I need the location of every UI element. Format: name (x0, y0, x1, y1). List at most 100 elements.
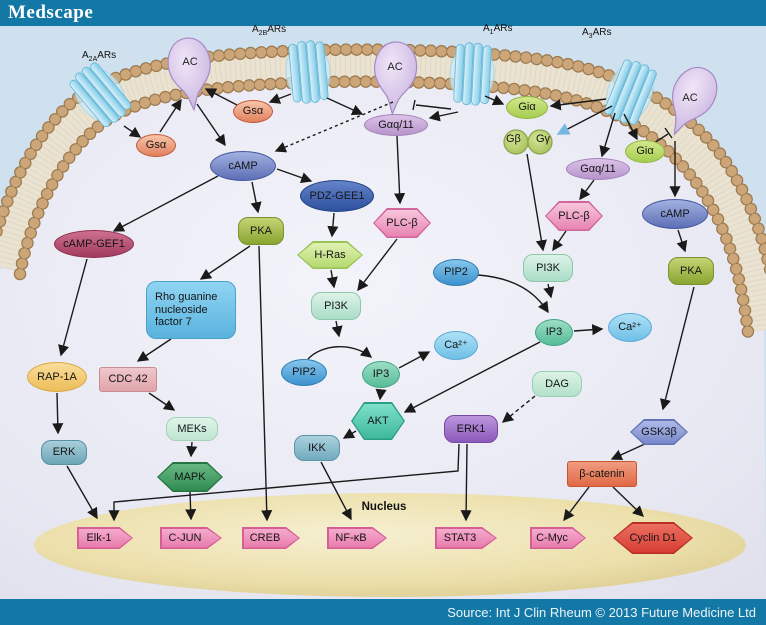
node-ac-1: AC (182, 56, 198, 68)
label-a1-receptor: A1ARs (483, 23, 512, 36)
node-ac-2: AC (387, 61, 403, 73)
node-gbeta-ggamma: Gβ Gγ (503, 133, 553, 151)
label-sub: 1 (489, 29, 494, 36)
node-label: AKT (367, 414, 389, 427)
node-pdz-gee1: PDZ-GEE1 (300, 180, 374, 212)
node-gaq11-1: Gαq/11 (364, 114, 428, 136)
node-label: PLC-β (558, 209, 590, 222)
node-label: Rho guanine nucleoside factor 7 (155, 291, 218, 329)
node-label: cAMP (660, 207, 690, 220)
node-label: cAMP-GEF1 (63, 237, 125, 250)
node-label: CREB (249, 531, 281, 544)
node-label: IP3 (545, 326, 563, 339)
node-pka-1: PKA (238, 217, 284, 245)
nucleus-title: Nucleus (361, 501, 407, 513)
node-plcb-2: PLC-β (545, 201, 603, 231)
shape-layer (614, 523, 692, 553)
shape-layer (436, 528, 496, 548)
node-label: Giα (636, 145, 654, 158)
label-part: ARs (267, 24, 287, 35)
label-part: A (483, 23, 490, 34)
node-rho-guanine-factor7: Rho guanine nucleoside factor 7 (146, 281, 236, 339)
node-label: Gsα (145, 139, 167, 152)
node-c-myc: C-Myc (530, 527, 586, 549)
shape-layer (78, 528, 132, 548)
node-elk1: Elk-1 (77, 527, 133, 549)
node-label: Elk-1 (86, 531, 112, 544)
node-gsa-1: Gsα (233, 100, 273, 123)
node-label: CDC 42 (108, 373, 148, 386)
shape-layer (374, 209, 430, 237)
label-part: ARs (493, 23, 513, 34)
node-akt: AKT (351, 402, 405, 440)
node-pka-2: PKA (668, 257, 714, 285)
node-label: IKK (308, 441, 326, 454)
label-part: A (252, 24, 259, 35)
node-gaq11-2: Gαq/11 (566, 158, 630, 180)
footer-bar: Source: Int J Clin Rheum © 2013 Future M… (0, 599, 766, 625)
shape-layer (328, 528, 386, 548)
node-label: MAPK (174, 470, 206, 483)
node-ip3-right: IP3 (535, 319, 573, 346)
node-erk: ERK (41, 440, 87, 465)
node-label: ERK1 (456, 422, 486, 435)
medscape-logo: Medscape (8, 2, 94, 23)
node-pi3k-2: PI3K (523, 254, 573, 282)
node-label: C-JUN (168, 531, 202, 544)
label-part: ARs (97, 50, 117, 61)
node-gsk3b: GSK3β (630, 419, 688, 445)
node-ac-3: AC (682, 92, 698, 104)
node-b-catenin: β-catenin (567, 461, 637, 487)
shape-layer (158, 463, 222, 491)
node-label: Ca²⁺ (618, 321, 642, 334)
node-label: Gαq/11 (378, 118, 414, 131)
node-label: ERK (52, 446, 76, 459)
node-ca-left: Ca²⁺ (434, 331, 478, 360)
shape-layer (298, 242, 362, 268)
node-creb: CREB (242, 527, 300, 549)
node-pi3k-1: PI3K (311, 292, 361, 320)
node-label: Giα (518, 101, 536, 114)
header-bar (0, 0, 766, 26)
source-credit: Source: Int J Clin Rheum © 2013 Future M… (447, 604, 756, 620)
node-label: PI3K (536, 261, 560, 274)
node-label: IP3 (372, 368, 390, 381)
shape-layer (531, 528, 585, 548)
label-sub: 2A (88, 56, 98, 63)
node-label: PKA (249, 224, 272, 237)
node-rap-1a: RAP-1A (27, 362, 87, 392)
label-part: A (582, 27, 589, 38)
shape-layer (631, 420, 687, 444)
pathway-arrows (52, 88, 695, 522)
receptor-a2b-icon (285, 40, 331, 104)
node-label: Cyclin D1 (629, 531, 677, 544)
node-plcb-1: PLC-β (373, 208, 431, 238)
receptor-a1-icon (449, 42, 495, 106)
node-pip2-right: PIP2 (433, 259, 479, 286)
node-pip2-left: PIP2 (281, 359, 327, 386)
label-a2a-receptor: A2AARs (82, 50, 116, 63)
node-gsa-2: Gsα (136, 134, 176, 157)
ggamma-label: Gγ (535, 133, 550, 145)
receptor-a3-icon (604, 59, 657, 125)
shape-layer (546, 202, 602, 230)
node-ca-right: Ca²⁺ (608, 313, 652, 342)
node-label: PKA (679, 264, 702, 277)
node-label: PI3K (324, 299, 348, 312)
node-nf-kb: NF-κB (327, 527, 387, 549)
node-camp-gef1: cAMP-GEF1 (54, 230, 134, 258)
node-label: H-Ras (314, 248, 346, 261)
node-ikk: IKK (294, 435, 340, 461)
node-meks: MEKs (166, 417, 218, 441)
node-ip3-left: IP3 (362, 361, 400, 388)
node-label: STAT3 (443, 531, 477, 544)
shape-layer (352, 403, 404, 439)
label-part: ARs (592, 27, 612, 38)
ac3-shape (672, 66, 718, 136)
node-label: PLC-β (386, 216, 418, 229)
label-part: A (82, 50, 89, 61)
shape-layer (243, 528, 299, 548)
node-c-jun: C-JUN (160, 527, 222, 549)
node-label: Gsα (242, 105, 264, 118)
shape-layer (161, 528, 221, 548)
